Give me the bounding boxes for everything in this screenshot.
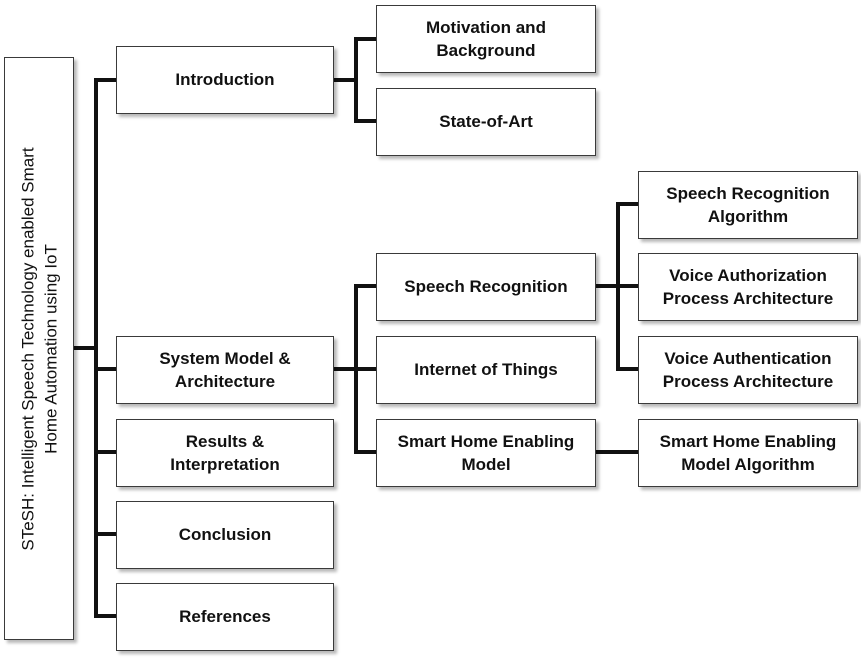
section-results: Results & Interpretation [116,419,334,487]
node-motivation: Motivation and Background [376,5,596,73]
node-speech-recognition-algorithm-line-1: Speech Recognition [666,183,830,203]
node-smart-home-algorithm-line-1: Smart Home Enabling [659,431,837,451]
node-speech-recognition-algorithm-line-2: Algorithm [707,207,789,226]
node-motivation-line-2: Background [436,41,536,60]
node-smart-home-model: Smart Home Enabling Model [376,419,596,487]
root-title-line-1: STeSH: Intelligent Speech Technology ena… [18,147,38,551]
root-title-line-2: Home Automation using IoT [42,244,61,454]
node-motivation-line-1: Motivation and [426,17,546,37]
section-results-line-2: Interpretation [170,455,280,474]
node-speech-recognition-label: Speech Recognition [404,277,568,297]
section-introduction: Introduction [116,46,334,114]
node-voice-authorization-line-1: Voice Authorization [669,265,827,285]
node-internet-of-things-label: Internet of Things [414,360,558,380]
node-state-of-art: State-of-Art [376,88,596,156]
node-voice-authorization: Voice Authorization Process Architecture [638,253,858,321]
section-references: References [116,583,334,651]
section-introduction-label: Introduction [175,70,275,90]
node-internet-of-things: Internet of Things [376,336,596,404]
section-system-model: System Model & Architecture [116,336,334,404]
section-system-model-line-1: System Model & [159,348,291,368]
node-voice-authentication: Voice Authentication Process Architectur… [638,336,858,404]
node-smart-home-model-line-1: Smart Home Enabling [397,431,575,451]
root-title: STeSH: Intelligent Speech Technology ena… [17,58,64,641]
section-conclusion-label: Conclusion [178,525,272,545]
node-voice-authorization-line-2: Process Architecture [662,289,834,308]
root-title-box: STeSH: Intelligent Speech Technology ena… [4,57,74,640]
node-speech-recognition-algorithm: Speech Recognition Algorithm [638,171,858,239]
node-smart-home-algorithm: Smart Home Enabling Model Algorithm [638,419,858,487]
node-voice-authentication-line-2: Process Architecture [662,372,834,391]
section-results-line-1: Results & [185,431,265,451]
section-references-label: References [179,607,271,627]
section-conclusion: Conclusion [116,501,334,569]
node-smart-home-model-line-2: Model [461,455,511,474]
node-voice-authentication-line-1: Voice Authentication [664,348,832,368]
section-system-model-line-2: Architecture [174,372,276,391]
node-speech-recognition: Speech Recognition [376,253,596,321]
node-smart-home-algorithm-line-2: Model Algorithm [681,455,815,474]
node-state-of-art-label: State-of-Art [439,112,533,132]
